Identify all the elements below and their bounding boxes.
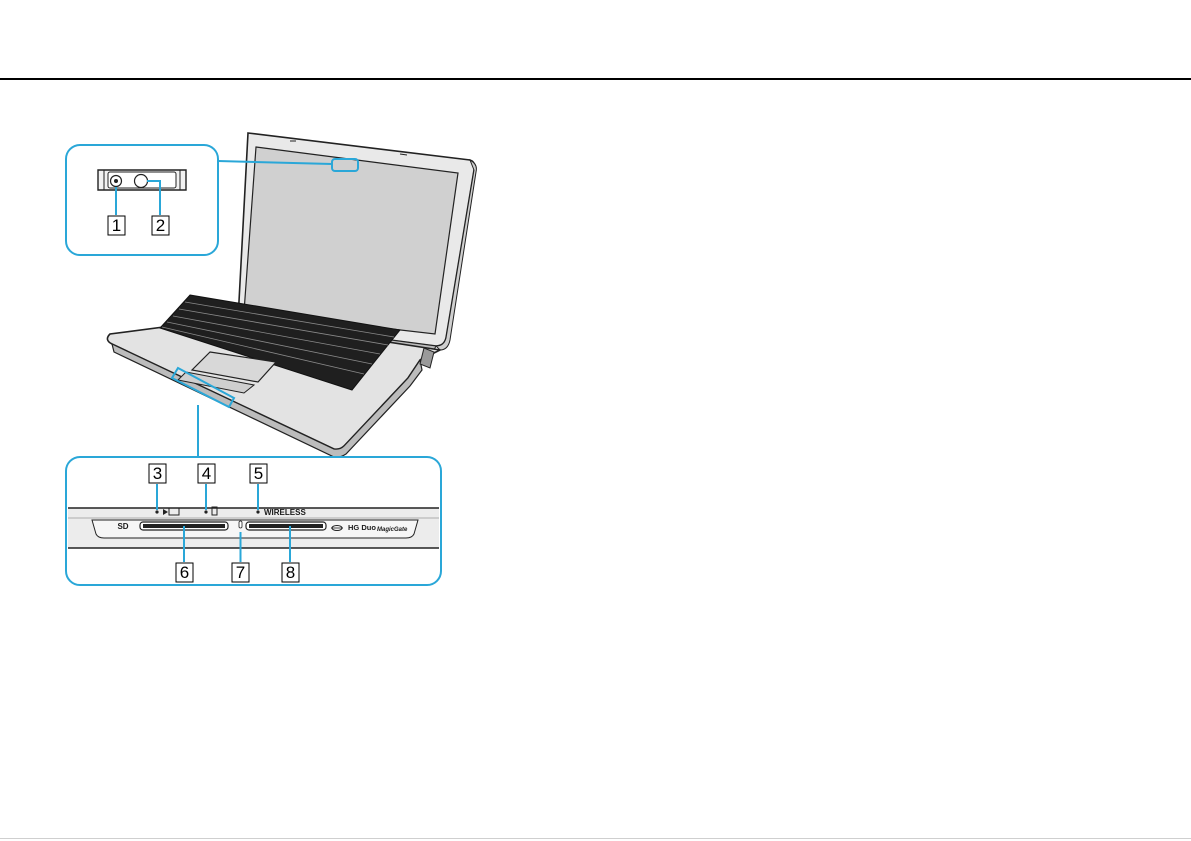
camera-inset: 1 2 <box>66 145 218 255</box>
callout-8: 8 <box>286 563 295 582</box>
camera-lens-icon <box>135 175 148 188</box>
callout-4: 4 <box>202 464 211 483</box>
callout-7: 7 <box>236 563 245 582</box>
callout-5: 5 <box>254 464 263 483</box>
wireless-label: WIRELESS <box>264 508 306 517</box>
callout-2: 2 <box>156 216 165 235</box>
hg-duo-label: HG Duo <box>348 523 376 532</box>
charge-indicator-icon <box>155 510 158 513</box>
wireless-indicator-icon <box>256 510 259 513</box>
magicgate-label: MagicGate <box>377 527 408 533</box>
microphone-icon <box>239 521 242 528</box>
callout-1: 1 <box>112 216 121 235</box>
callout-6: 6 <box>180 563 189 582</box>
front-panel-inset: SD WIRELESS HG Duo MagicGate 3 4 5 6 7 <box>66 457 441 585</box>
callout-3: 3 <box>153 464 162 483</box>
screen <box>244 147 458 334</box>
disk-indicator-icon <box>204 510 207 513</box>
sd-label: SD <box>117 522 128 531</box>
